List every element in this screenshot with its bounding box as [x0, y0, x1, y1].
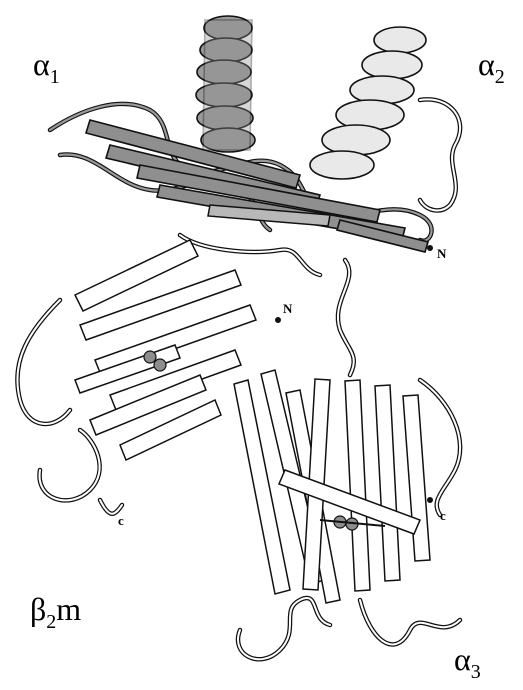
n-terminus-top-label: N — [437, 246, 447, 261]
alpha3-label: α3 — [454, 641, 481, 683]
alpha1-label: α1 — [33, 46, 60, 88]
alpha3-domain — [234, 260, 460, 659]
n-terminus-mid-label: N — [283, 301, 293, 316]
alpha2-helix — [310, 27, 426, 179]
c-terminus-right-label: c — [440, 508, 446, 523]
alpha1-alpha2-domain — [50, 16, 460, 252]
alpha1-helix — [196, 16, 255, 152]
c-terminus-left-label: c — [118, 513, 124, 528]
alpha2-label: α2 — [478, 46, 505, 88]
beta2m-label: β2m — [30, 591, 81, 633]
